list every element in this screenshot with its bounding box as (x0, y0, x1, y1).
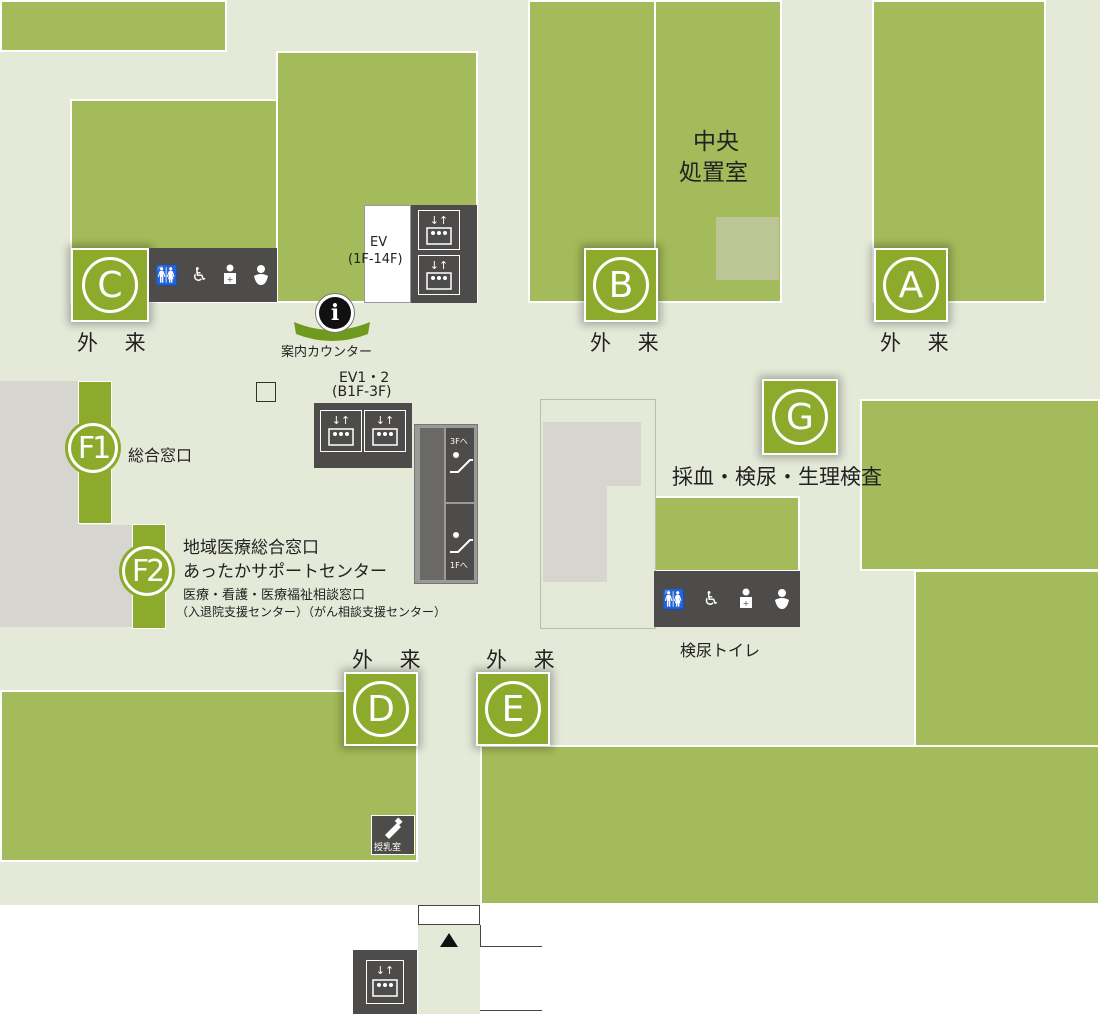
outpatient-c-label: 外 来 (77, 331, 156, 355)
elevator-icon: ↓↑ (418, 210, 460, 250)
zone-f2-label: F2 (122, 546, 172, 596)
svg-text:↓↑: ↓↑ (376, 964, 394, 977)
zone-a-label: A (883, 257, 939, 313)
escalator-icon (450, 532, 473, 553)
svg-text:↓↑: ↓↑ (332, 414, 350, 427)
urine-toilet[interactable]: 🚻 ♿ + (654, 571, 800, 627)
central-room-label-2: 処置室 (679, 160, 748, 186)
svg-text:↓↑: ↓↑ (376, 414, 394, 427)
svg-text:+: + (226, 275, 233, 284)
escalator-well (420, 428, 444, 580)
elevator-1f-14f[interactable] (411, 205, 477, 303)
elevator-icon: ↓↑ (366, 960, 404, 1004)
info-icon-inner: i (319, 297, 351, 329)
elevator-b1f-3f[interactable] (314, 403, 412, 468)
ostomate-icon: + (223, 264, 236, 284)
svg-text:↓↑: ↓↑ (430, 259, 448, 272)
regional-label-2: あったかサポートセンター (183, 562, 387, 582)
entrance-line (480, 925, 481, 946)
svg-text:+: + (742, 599, 749, 608)
room (654, 496, 800, 572)
central-room-label-1: 中央 (693, 129, 739, 155)
ev-1f-14f-area (364, 205, 411, 303)
entrance-arrow-icon (440, 933, 458, 947)
zone-f1-label: F1 (68, 423, 118, 473)
baby-changing-icon (774, 589, 789, 609)
zone-g-marker[interactable]: G (762, 379, 838, 455)
outpatient-a-label: 外 来 (880, 331, 959, 355)
lab-label: 採血・検尿・生理検査 (672, 465, 882, 489)
escalator-icon (450, 452, 473, 473)
regional-label-3: 医療・看護・医療福祉相談窓口 (183, 588, 366, 603)
zone-d-label: D (353, 681, 409, 737)
zone-c-label: C (82, 257, 138, 313)
outpatient-b-label: 外 来 (590, 331, 669, 355)
outpatient-e-label: 外 来 (486, 648, 565, 672)
room (0, 0, 227, 52)
waiting-area (0, 381, 80, 627)
nursing-room-label: 授乳室 (374, 843, 402, 853)
room (860, 399, 1100, 571)
zone-f1-badge: F1 (65, 420, 121, 476)
elevator-icon: ↓↑ (364, 410, 406, 452)
baby-changing-icon (253, 265, 268, 285)
escalator-up-label: 3Fへ (450, 437, 468, 446)
restroom-c[interactable]: 🚻 ♿ + (149, 248, 277, 302)
entrance-line (480, 946, 542, 947)
elevator-icon: ↓↑ (320, 410, 362, 452)
ev-1f-14f-label-2: (1F-14F) (348, 252, 403, 267)
entrance-line (480, 1010, 542, 1011)
outpatient-d-label: 外 来 (352, 648, 431, 672)
escalator-down-label: 1Fへ (450, 561, 468, 570)
wheelchair-icon: ♿ (191, 264, 209, 286)
regional-label-1: 地域医療総合窓口 (183, 538, 319, 558)
ev-1f-14f-label-1: EV (370, 235, 388, 250)
room (480, 745, 1100, 905)
ev12-label-2: (B1F-3F) (332, 384, 392, 400)
elevator-icon: ↓↑ (418, 255, 460, 295)
restroom-icon: 🚻 (662, 588, 687, 611)
wheelchair-icon: ♿ (702, 588, 720, 610)
zone-b-marker[interactable]: B (584, 248, 658, 322)
zone-f2-badge: F2 (119, 543, 175, 599)
zone-g-label: G (772, 389, 828, 445)
entrance-outline (418, 905, 480, 925)
zone-d-marker[interactable]: D (344, 672, 418, 746)
general-window-label: 総合窓口 (128, 446, 193, 465)
lab-inner-block (543, 422, 641, 486)
zone-b-label: B (593, 257, 649, 313)
column-square (256, 382, 276, 402)
zone-e-label: E (485, 681, 541, 737)
nursing-bottle-icon (385, 817, 403, 839)
regional-label-4: （入退院支援センター）（がん相談支援センター） (176, 605, 447, 619)
info-icon[interactable]: i (315, 293, 355, 333)
info-counter-label: 案内カウンター (281, 345, 373, 360)
ostomate-icon: + (739, 588, 752, 608)
zone-e-marker[interactable]: E (476, 672, 550, 746)
zone-c-marker[interactable]: C (71, 248, 149, 322)
urine-toilet-label: 検尿トイレ (680, 641, 761, 660)
room-inner-block (716, 217, 779, 280)
lab-inner-block (543, 486, 607, 582)
ev12-label-1: EV1・2 (339, 370, 390, 386)
escalator-up (446, 428, 474, 502)
svg-text:↓↑: ↓↑ (430, 214, 448, 227)
restroom-icon: 🚻 (155, 264, 179, 287)
zone-a-marker[interactable]: A (874, 248, 948, 322)
